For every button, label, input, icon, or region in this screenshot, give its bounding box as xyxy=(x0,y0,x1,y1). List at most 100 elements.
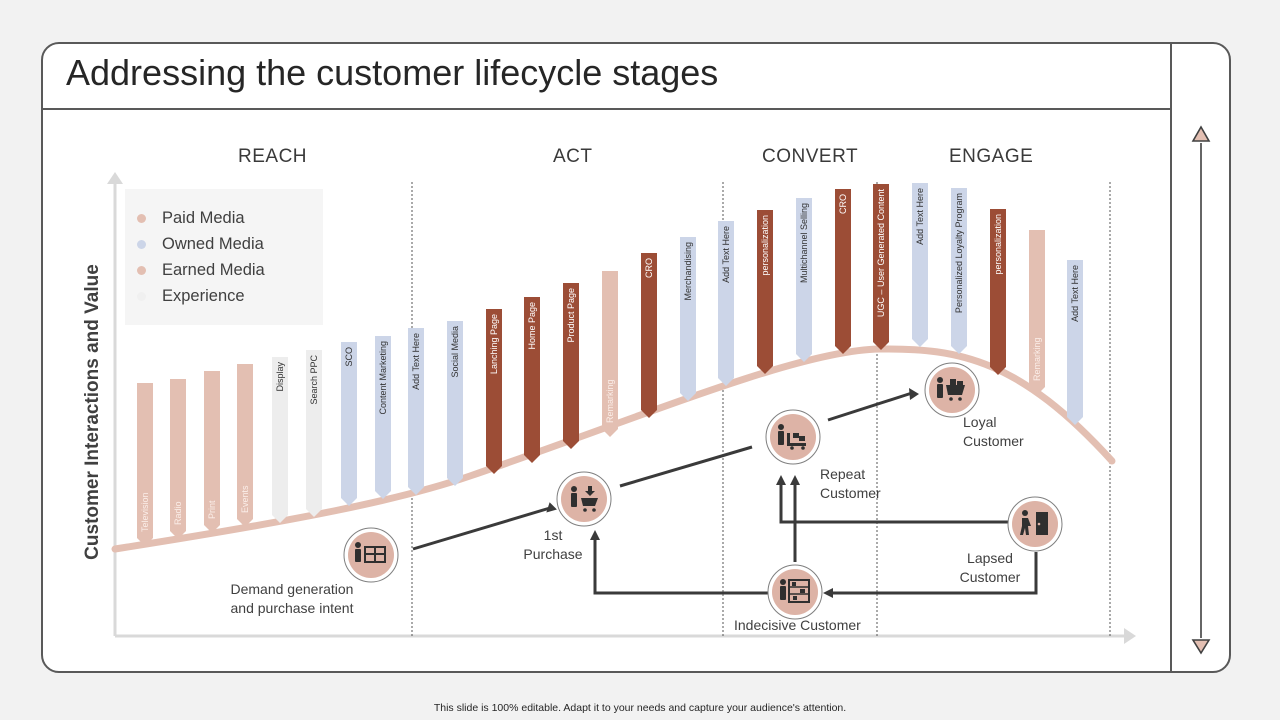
channel-bar: Home Page xyxy=(524,297,540,463)
bar-shape xyxy=(447,321,463,486)
channel-bar: Remarking xyxy=(602,271,618,437)
bar-label: Events xyxy=(240,485,250,513)
connectors xyxy=(412,391,1038,595)
channel-bar: Product Page xyxy=(563,283,579,449)
legend-item-earned: Earned Media xyxy=(137,259,265,281)
connector-arrowheads xyxy=(546,388,919,598)
bar-label: Television xyxy=(140,492,150,532)
title-bar: Addressing the customer lifecycle stages xyxy=(43,44,1171,110)
channel-bar: Radio xyxy=(170,379,186,539)
bar-label: Multichannel Selling xyxy=(799,203,809,283)
stage-engage: ENGAGE xyxy=(949,146,1034,167)
store-shelf-icon xyxy=(780,579,810,603)
bar-shape xyxy=(237,364,253,527)
bar-label: Print xyxy=(207,500,217,519)
channel-bar: Content Marketing xyxy=(375,336,391,499)
channel-bar: Print xyxy=(204,371,220,533)
channel-bar: personalization xyxy=(990,209,1006,375)
triangle-down-icon[interactable] xyxy=(1191,639,1211,655)
page-title: Addressing the customer lifecycle stages xyxy=(66,52,719,93)
bar-shape xyxy=(204,371,220,533)
trolley-icon xyxy=(778,424,806,450)
channel-bar: Remarking xyxy=(1029,230,1045,395)
bar-label: Product Page xyxy=(566,288,576,343)
bar-shape xyxy=(1029,230,1045,395)
bar-label: Lanching Page xyxy=(489,314,499,374)
shopping-cart-icon xyxy=(571,486,598,512)
shopper-window-icon xyxy=(355,542,386,563)
bar-shape xyxy=(990,209,1006,375)
channel-bar: Display xyxy=(272,357,288,523)
node-loyal xyxy=(924,362,980,418)
channel-bar: SCO xyxy=(341,342,357,506)
bar-label: UGC – User Generated Content xyxy=(876,189,886,318)
bar-shape xyxy=(873,184,889,350)
bar-label: Remarking xyxy=(605,379,615,423)
legend-item-paid: Paid Media xyxy=(137,207,245,229)
bar-label: personalization xyxy=(760,215,770,276)
bar-label: Display xyxy=(275,362,285,392)
stage-act: ACT xyxy=(553,146,593,167)
bar-shape xyxy=(137,383,153,546)
bar-label: CRO xyxy=(838,194,848,214)
bar-shape xyxy=(912,183,928,347)
indecisive-text: Indecisive Customer xyxy=(734,617,861,633)
legend-dot xyxy=(137,265,146,275)
bar-shape xyxy=(306,350,322,517)
bar-shape xyxy=(486,309,502,474)
bar-label: Add Text Here xyxy=(915,188,925,245)
bar-shape xyxy=(408,328,424,495)
axes xyxy=(107,172,1136,644)
bar-shape xyxy=(1067,260,1083,425)
channel-bar: Search PPC xyxy=(306,350,322,517)
legend: Paid Media Owned Media Earned Media Expe… xyxy=(125,189,323,325)
channel-bar: CRO xyxy=(835,189,851,354)
bar-label: Search PPC xyxy=(309,355,319,405)
bar-shape xyxy=(757,210,773,374)
bar-shape xyxy=(170,379,186,539)
node-demand xyxy=(343,527,399,583)
channel-bar: Lanching Page xyxy=(486,309,502,474)
legend-label: Owned Media xyxy=(162,234,264,253)
bar-label: SCO xyxy=(344,347,354,367)
bar-shape xyxy=(524,297,540,463)
bar-shape xyxy=(796,198,812,362)
channel-bar: Add Text Here xyxy=(408,328,424,495)
legend-label: Earned Media xyxy=(162,260,265,279)
channel-bar: Events xyxy=(237,364,253,527)
bar-shape xyxy=(563,283,579,449)
bar-shape xyxy=(718,221,734,386)
channel-bar: Add Text Here xyxy=(1067,260,1083,425)
triangle-up-icon[interactable] xyxy=(1191,125,1211,142)
channel-bar: Add Text Here xyxy=(718,221,734,386)
bar-label: Home Page xyxy=(527,302,537,350)
bar-shape xyxy=(951,188,967,354)
legend-dot xyxy=(137,239,146,249)
bar-label: Remarking xyxy=(1032,337,1042,381)
node-purchase xyxy=(556,471,612,527)
node-label-indecisive: Indecisive Customer xyxy=(734,616,861,635)
legend-label: Experience xyxy=(162,286,245,305)
bar-label: Radio xyxy=(173,501,183,525)
channel-bar: CRO xyxy=(641,253,657,418)
loyal-cart-icon xyxy=(937,377,965,401)
node-repeat xyxy=(765,409,821,465)
bar-label: CRO xyxy=(644,258,654,278)
channel-bar: Television xyxy=(137,383,153,546)
legend-dot xyxy=(137,213,146,223)
bar-shape xyxy=(835,189,851,354)
bar-shape xyxy=(641,253,657,418)
bar-label: Personalized Loyalty Program xyxy=(954,193,964,313)
side-navigation xyxy=(1191,125,1211,655)
channel-bar: Personalized Loyalty Program xyxy=(951,188,967,354)
bar-label: personalization xyxy=(993,214,1003,275)
